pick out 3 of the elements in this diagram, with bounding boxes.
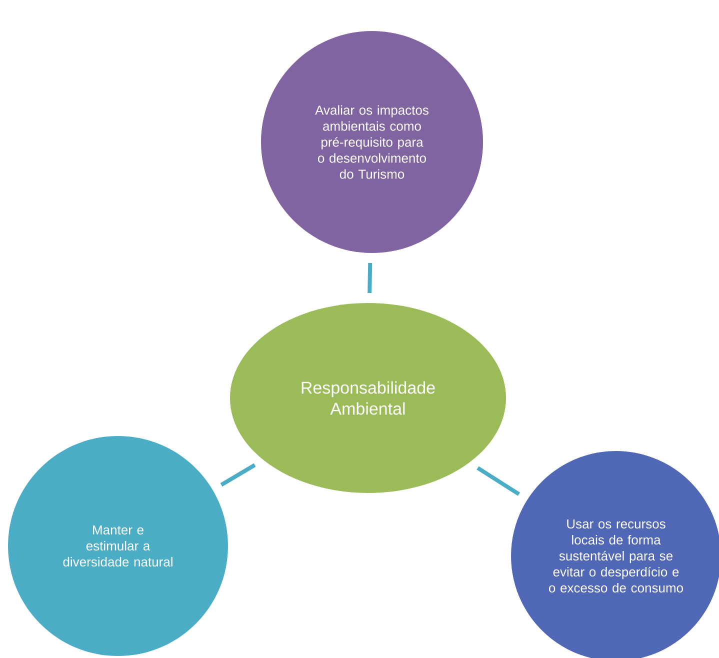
connector-line (476, 466, 520, 496)
connector-line (220, 463, 256, 487)
connector-line (368, 262, 372, 294)
